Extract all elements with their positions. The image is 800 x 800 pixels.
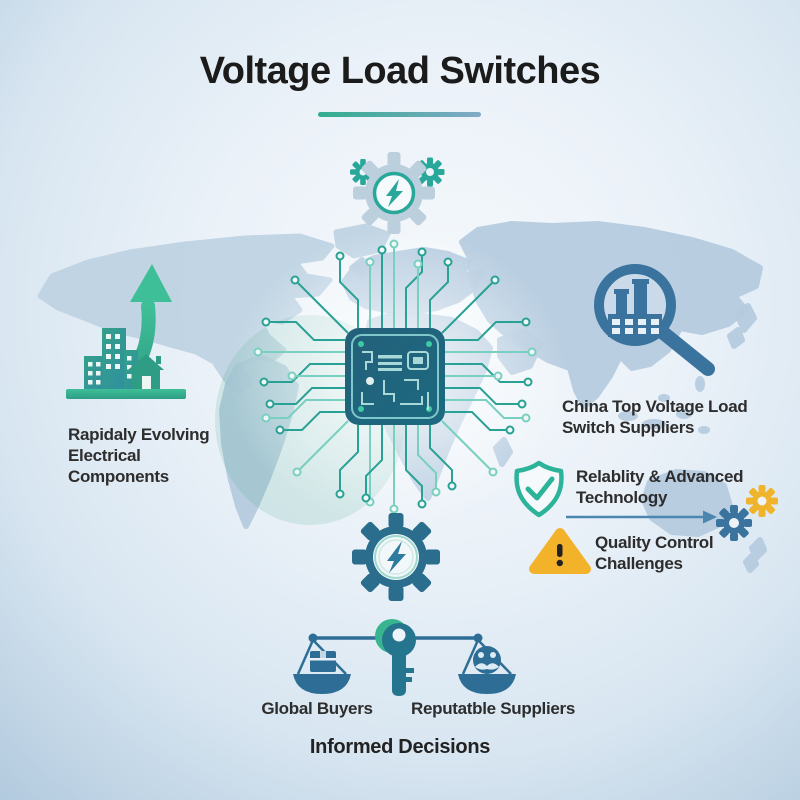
informed-decisions-label: Informed Decisions: [309, 736, 491, 758]
growth-label: Rapidaly Evolving Electrical Components: [68, 425, 210, 486]
scale-pan-suppliers: [458, 639, 516, 694]
shield-check-icon: [514, 460, 564, 518]
gear-lightning-top-icon: [350, 152, 445, 234]
title-underline: [318, 112, 481, 117]
growth-arrow-head: [130, 264, 172, 302]
magnifier-factory-icon: [594, 264, 715, 376]
arrow-head: [703, 510, 717, 524]
gear-lightning-bottom-icon: [352, 513, 440, 601]
reputable-suppliers-label: Reputatble Suppliers: [410, 699, 576, 718]
reliability-label: Relablity & Advanced Technology: [576, 467, 744, 507]
blue-gear-icon: [716, 505, 752, 541]
circuit-traces: [253, 239, 537, 514]
circuit-chip-icon: [345, 328, 445, 425]
map-se-asia-islands: [618, 376, 710, 434]
suppliers-label: China Top Voltage Load Switch Suppliers: [562, 397, 748, 437]
yellow-gear-icon: [746, 485, 778, 517]
warning-triangle-icon: [529, 528, 591, 574]
building-windows: [88, 334, 132, 385]
key-icon: [375, 619, 416, 696]
scale-pan-buyers: [293, 639, 351, 694]
quality-label: Quality Control Challenges: [595, 533, 714, 573]
growth-buildings-arrow-icon: [66, 264, 186, 399]
magnifier-handle: [654, 324, 715, 376]
package-box-icon: [310, 651, 336, 672]
map-japan: [727, 303, 757, 349]
balance-scale-key-icon: [293, 619, 516, 696]
arrow-to-gears-icon: [566, 485, 778, 541]
growth-base-bar: [66, 389, 186, 399]
page-title: Voltage Load Switches: [199, 50, 601, 92]
map-new-zealand: [743, 537, 767, 573]
lightning-bolt-icon: [387, 541, 406, 573]
house-icon: [128, 354, 164, 392]
people-group-icon: [473, 646, 501, 674]
lightning-bolt-icon: [386, 179, 403, 207]
factory-windows: [612, 319, 659, 334]
global-buyers-label: Global Buyers: [261, 699, 373, 718]
factory-icon: [608, 279, 662, 337]
chip-inner-circuitry: [361, 351, 429, 410]
